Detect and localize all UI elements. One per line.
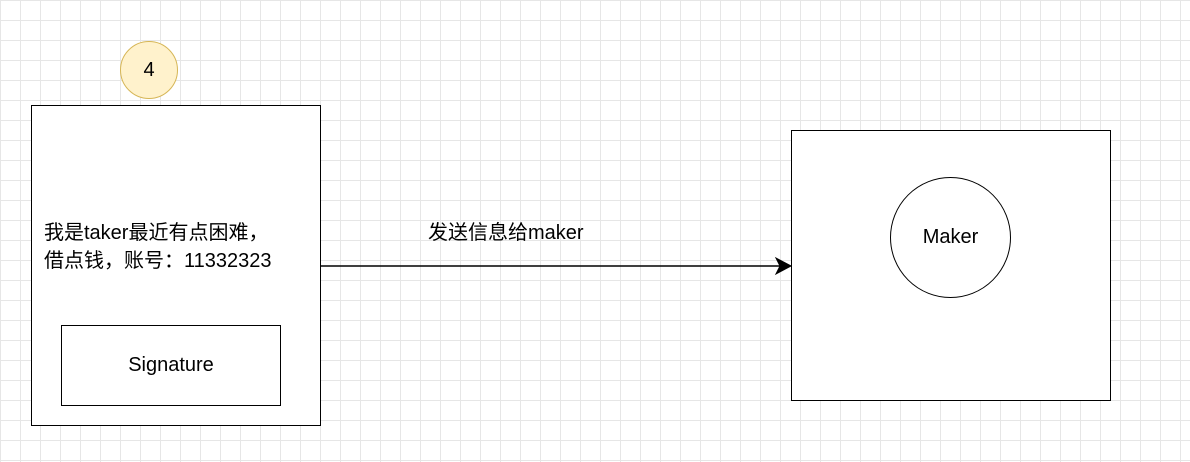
taker-message-line-2: 借点钱，账号：11332323 bbox=[44, 250, 272, 272]
edge-label[interactable]: 发送信息给maker bbox=[428, 222, 584, 244]
maker-circle[interactable]: Maker bbox=[890, 177, 1011, 298]
maker-label: Maker bbox=[922, 226, 979, 248]
taker-message-line-1: 我是taker最近有点困难， bbox=[44, 222, 269, 244]
step-number-label: 4 bbox=[143, 58, 155, 81]
taker-message[interactable]: 我是taker最近有点困难， 借点钱，账号：11332323 bbox=[44, 219, 324, 275]
arrow-head bbox=[774, 256, 793, 276]
signature-box[interactable]: Signature bbox=[61, 325, 281, 406]
signature-label: Signature bbox=[128, 354, 214, 376]
step-number-badge[interactable]: 4 bbox=[120, 41, 178, 99]
